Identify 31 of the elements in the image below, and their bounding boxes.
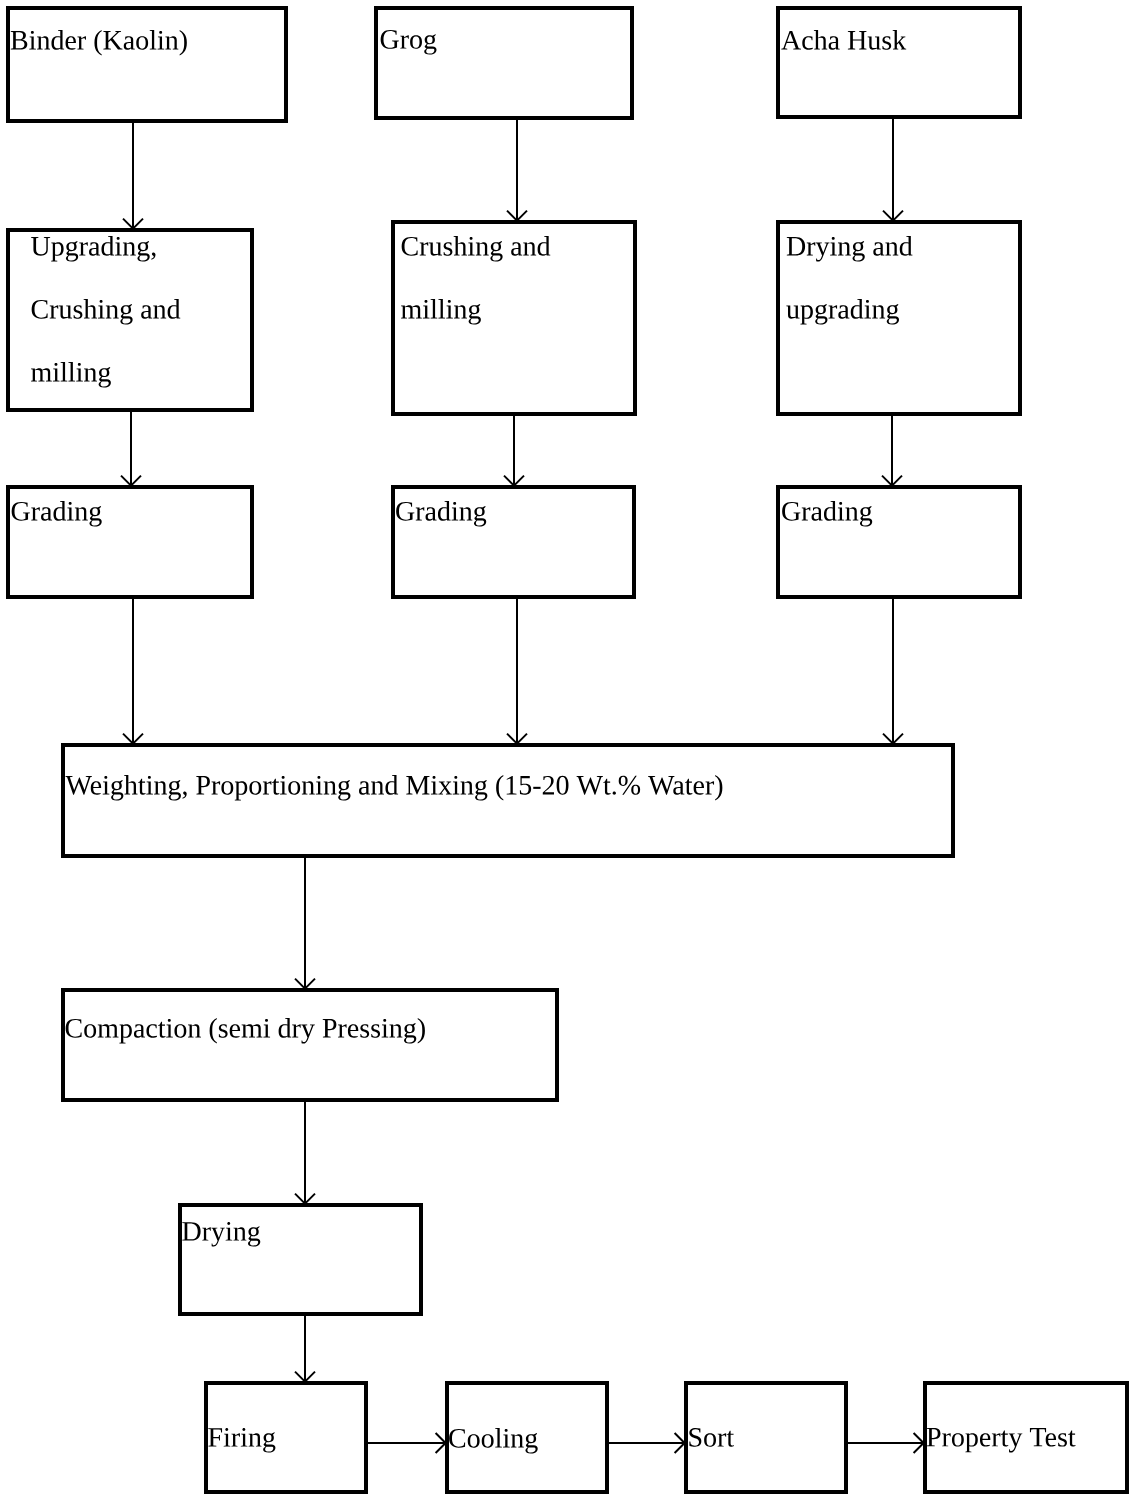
arrow [294,1313,316,1383]
arrow [365,1432,447,1454]
process-box: Grog [374,6,634,120]
arrow [120,409,142,487]
process-box: Sort [684,1381,848,1494]
process-box: Compaction (semi dry Pressing) [61,988,559,1102]
process-box: Upgrading, Crushing and milling [6,228,254,412]
arrow [122,596,144,745]
process-box: Crushing and milling [391,220,637,416]
process-box: Acha Husk [776,6,1022,119]
arrow [294,1099,316,1205]
process-box: Drying [178,1203,423,1316]
process-box: Firing [204,1381,368,1494]
arrow [294,855,316,990]
arrow [506,596,528,745]
arrow [882,116,904,222]
arrow [506,117,528,222]
process-box: Weighting, Proportioning and Mixing (15-20 Wt.% Water) [61,743,955,858]
arrow [882,596,904,745]
arrow [606,1432,686,1454]
process-box: Drying and upgrading [776,220,1022,416]
process-box: Grading [776,485,1022,599]
arrow [845,1432,925,1454]
process-box: Property Test [923,1381,1129,1494]
arrow [881,413,903,487]
process-box: Cooling [445,1381,609,1494]
process-box: Grading [391,485,636,599]
process-box: Grading [6,485,254,599]
process-box: Binder (Kaolin) [6,6,288,123]
arrow [122,120,144,230]
arrow [503,413,525,487]
